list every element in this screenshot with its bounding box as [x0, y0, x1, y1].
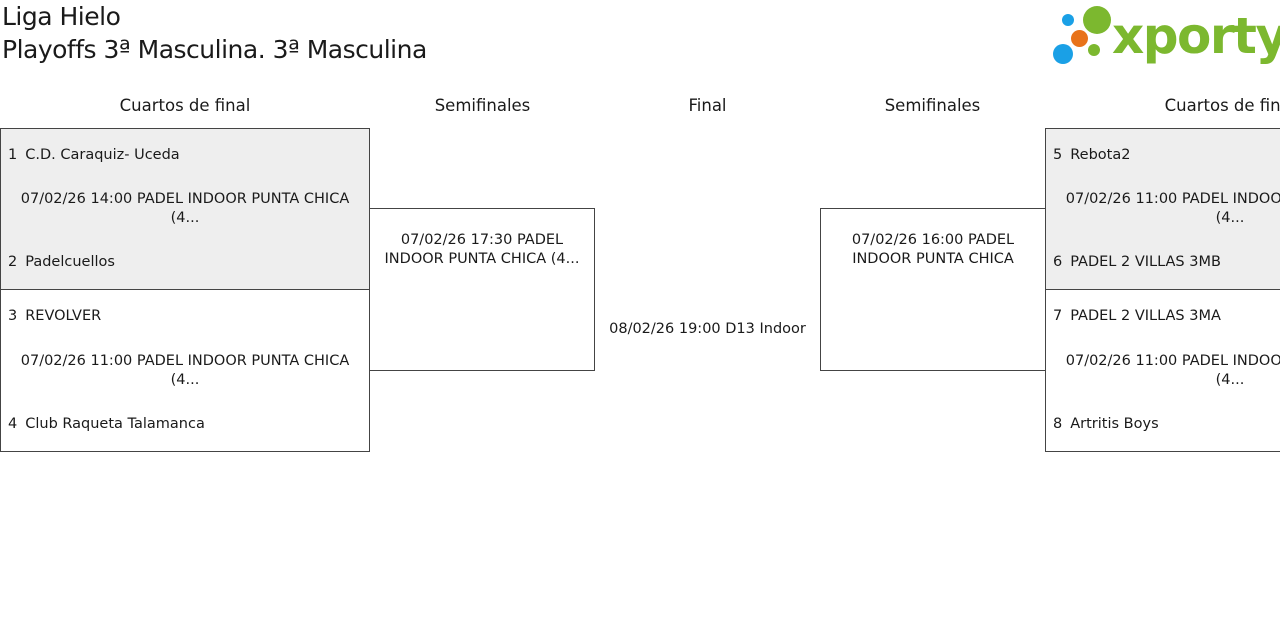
team-row: 5 Rebota2: [1053, 147, 1130, 163]
team-row: 1 C.D. Caraquiz- Uceda: [8, 147, 180, 163]
team-seed: 2: [8, 254, 18, 270]
right-semi-match[interactable]: 07/02/26 16:00 PADEL INDOOR PUNTA CHICA: [820, 208, 1046, 371]
team-name: PADEL 2 VILLAS 3MA: [1070, 308, 1221, 324]
logo-dot-blue-icon: [1062, 14, 1074, 26]
match-info: 07/02/26 14:00 PADEL INDOOR PUNTA CHICA …: [20, 191, 350, 226]
logo-dot-blue-large-icon: [1053, 44, 1073, 64]
team-name: Padelcuellos: [25, 254, 115, 270]
team-name: Club Raqueta Talamanca: [25, 416, 205, 432]
team-name: PADEL 2 VILLAS 3MB: [1070, 254, 1221, 270]
team-row: 6 PADEL 2 VILLAS 3MB: [1053, 254, 1221, 270]
team-row: 3 REVOLVER: [8, 308, 101, 324]
league-title: Liga Hielo: [2, 2, 121, 31]
round-header-final: Final: [688, 96, 727, 115]
final-match-info[interactable]: 08/02/26 19:00 D13 Indoor: [609, 321, 806, 337]
round-header-left-semis: Semifinales: [434, 96, 531, 115]
team-name: Artritis Boys: [1070, 416, 1159, 432]
team-seed: 1: [8, 147, 18, 163]
left-semi-match[interactable]: 07/02/26 17:30 PADEL INDOOR PUNTA CHICA …: [369, 208, 595, 371]
round-header-right-semis: Semifinales: [884, 96, 981, 115]
xporty-logo[interactable]: xporty: [1050, 4, 1280, 68]
team-name: Rebota2: [1070, 147, 1131, 163]
team-name: C.D. Caraquiz- Uceda: [25, 147, 180, 163]
team-seed: 7: [1053, 308, 1063, 324]
team-seed: 5: [1053, 147, 1063, 163]
match-info: 07/02/26 11:00 PADEL INDOOR PUNTA CHICA …: [1065, 191, 1280, 226]
left-quarter-match-2[interactable]: 3 REVOLVER 07/02/26 11:00 PADEL INDOOR PU…: [0, 289, 370, 452]
team-seed: 8: [1053, 416, 1063, 432]
team-seed: 6: [1053, 254, 1063, 270]
team-row: 2 Padelcuellos: [8, 254, 115, 270]
right-quarter-match-2[interactable]: 7 PADEL 2 VILLAS 3MA 07/02/26 11:00 PADEL…: [1045, 289, 1280, 452]
logo-dot-green-small-icon: [1088, 44, 1100, 56]
team-row: 7 PADEL 2 VILLAS 3MA: [1053, 308, 1221, 324]
match-info: 07/02/26 16:00 PADEL INDOOR PUNTA CHICA: [851, 232, 1015, 267]
logo-dot-green-icon: [1083, 6, 1111, 34]
team-name: REVOLVER: [25, 308, 102, 324]
logo-dot-orange-icon: [1071, 30, 1088, 47]
right-quarter-match-1[interactable]: 5 Rebota2 07/02/26 11:00 PADEL INDOOR PUN…: [1045, 128, 1280, 290]
team-row: 8 Artritis Boys: [1053, 416, 1159, 432]
match-info: 07/02/26 17:30 PADEL INDOOR PUNTA CHICA …: [384, 232, 580, 267]
team-seed: 4: [8, 416, 18, 432]
playoff-title: Playoffs 3ª Masculina. 3ª Masculina: [2, 35, 427, 64]
round-header-right-quarters: Cuartos de final: [1164, 96, 1280, 115]
logo-wordmark: xporty: [1112, 7, 1280, 65]
team-seed: 3: [8, 308, 18, 324]
left-quarter-match-1[interactable]: 1 C.D. Caraquiz- Uceda 07/02/26 14:00 PAD…: [0, 128, 370, 290]
match-info: 07/02/26 11:00 PADEL INDOOR PUNTA CHICA …: [20, 353, 350, 388]
team-row: 4 Club Raqueta Talamanca: [8, 416, 205, 432]
round-header-left-quarters: Cuartos de final: [119, 96, 251, 115]
match-info: 07/02/26 11:00 PADEL INDOOR PUNTA CHICA …: [1065, 353, 1280, 388]
